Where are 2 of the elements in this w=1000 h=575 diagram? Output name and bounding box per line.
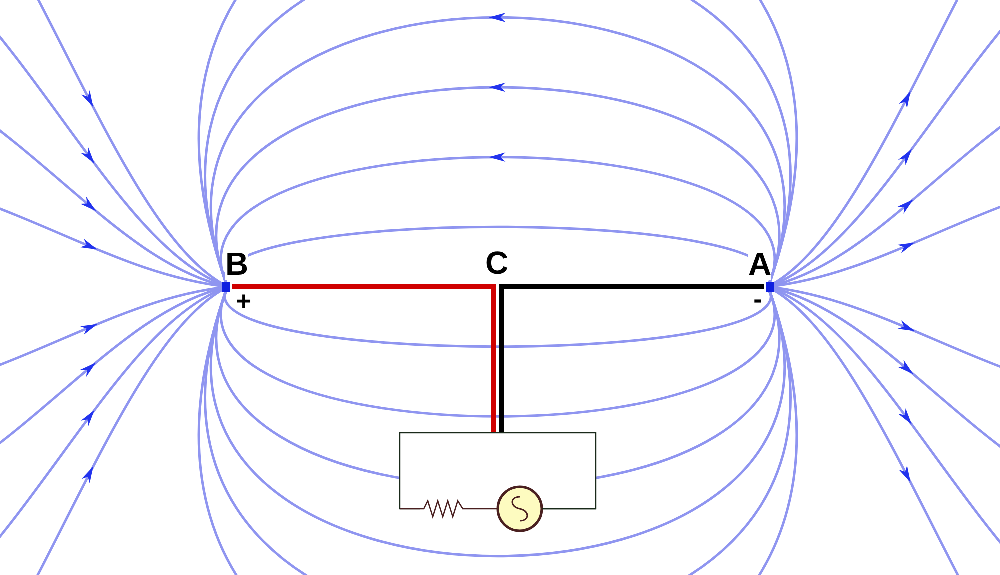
polarity-sign: - (754, 286, 762, 312)
polarity-sign: + (236, 288, 252, 314)
